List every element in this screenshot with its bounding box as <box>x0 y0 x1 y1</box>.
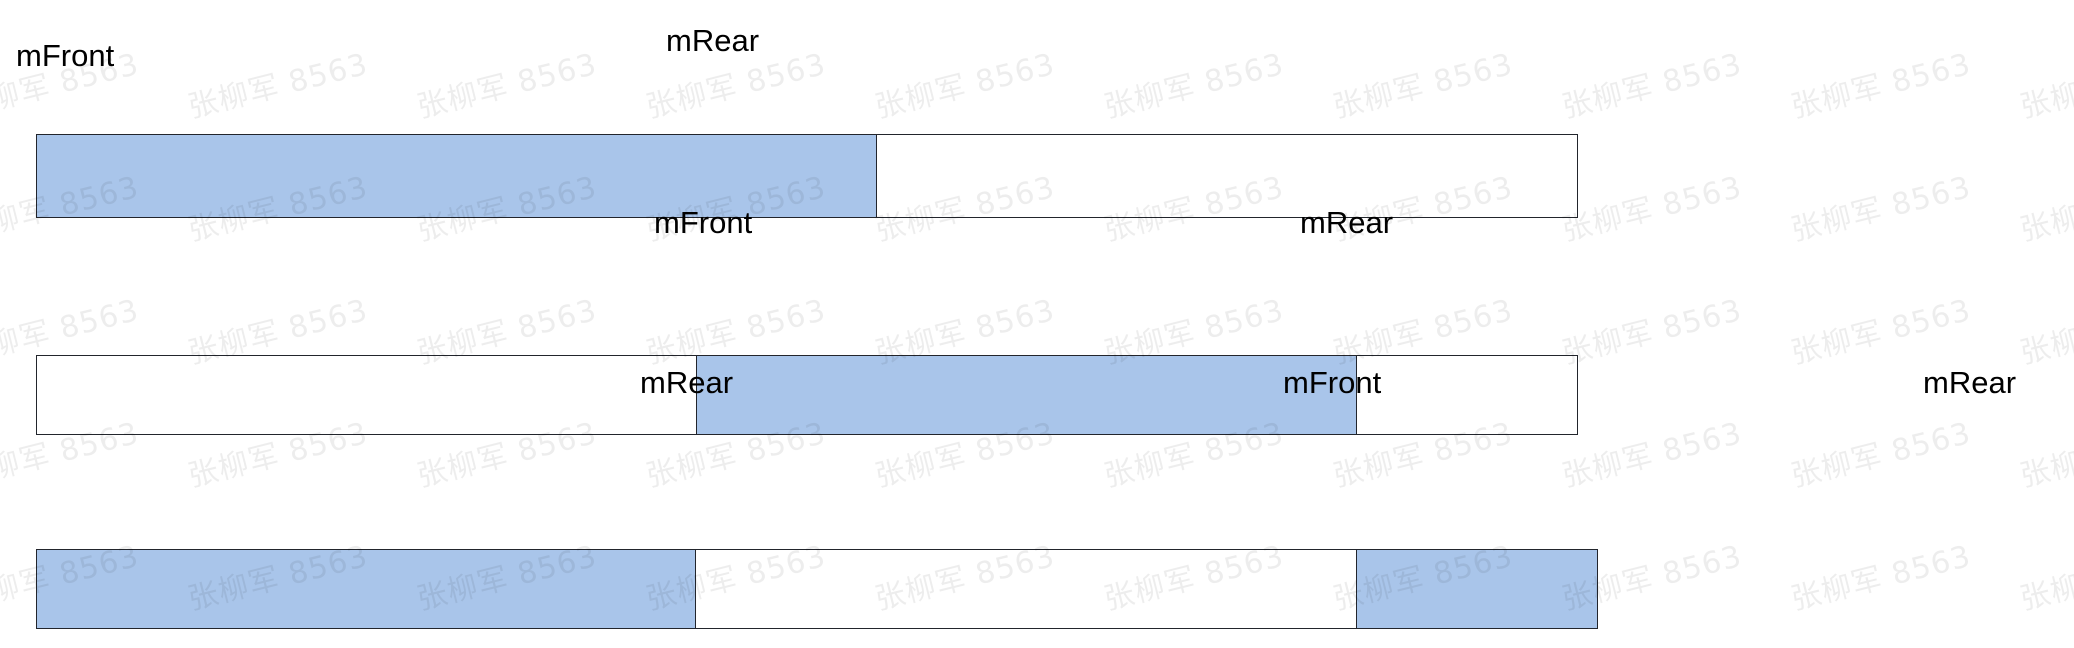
watermark-text: 张柳军 8563 <box>641 0 830 3</box>
pointer-label-mrear: mRear <box>666 23 760 58</box>
pointer-label-mfront: mFront <box>654 205 753 240</box>
pointer-label-mfront: mFront <box>1283 365 1382 400</box>
watermark-text: 张柳军 8563 <box>2016 416 2074 495</box>
pointer-label-mfront: mFront <box>16 38 115 73</box>
watermark-text: 张柳军 8563 <box>184 46 372 126</box>
watermark-text: 张柳军 8563 <box>413 46 601 126</box>
watermark-text: 张柳军 8563 <box>412 0 601 3</box>
watermark-text: 张柳军 8563 <box>183 0 372 3</box>
buffer-segment-empty <box>37 356 697 434</box>
buffer-segment-filled <box>1356 550 1597 628</box>
buffer-segment-empty <box>695 550 1357 628</box>
watermark-text: 张柳军 8563 <box>1787 169 1975 249</box>
watermark-text: 张柳军 8563 <box>1100 46 1288 126</box>
buffer-segment-empty <box>875 135 1577 217</box>
buffer-bar <box>36 134 1578 218</box>
pointer-label-mrear: mRear <box>640 365 734 400</box>
buffer-segment-filled <box>37 550 696 628</box>
watermark-text: 张柳军 8563 <box>2016 47 2074 126</box>
watermark-text: 张柳军 8563 <box>2016 170 2074 249</box>
watermark-text: 张柳军 8563 <box>2016 539 2074 618</box>
watermark-text: 张柳军 8563 <box>1557 0 1746 3</box>
pointer-label-mrear: mRear <box>1923 365 2017 400</box>
buffer-bar <box>36 549 1598 629</box>
watermark-text: 张柳军 8563 <box>1787 292 1975 372</box>
watermark-text: 张柳军 8563 <box>1558 46 1746 126</box>
watermark-text: 张柳军 8563 <box>1328 0 1517 3</box>
watermark-text: 张柳军 8563 <box>1558 169 1746 249</box>
watermark-text: 张柳军 8563 <box>1787 415 1975 495</box>
pointer-label-mrear: mRear <box>1300 205 1394 240</box>
watermark-text: 张柳军 8563 <box>1786 0 1975 3</box>
buffer-segment-empty <box>1356 356 1577 434</box>
buffer-bar <box>36 355 1578 435</box>
watermark-text: 张柳军 8563 <box>2015 0 2074 3</box>
buffer-segment-filled <box>37 135 876 217</box>
watermark-text: 张柳军 8563 <box>1329 46 1517 126</box>
watermark-text: 张柳军 8563 <box>1787 46 1975 126</box>
watermark-text: 张柳军 8563 <box>1558 415 1746 495</box>
watermark-text: 张柳军 8563 <box>1099 0 1288 3</box>
watermark-text: 张柳军 8563 <box>0 0 143 3</box>
watermark-text: 张柳军 8563 <box>871 46 1059 126</box>
watermark-text: 张柳军 8563 <box>1787 538 1975 618</box>
watermark-text: 张柳军 8563 <box>1558 292 1746 372</box>
watermark-text: 张柳军 8563 <box>2016 293 2074 372</box>
buffer-segment-filled <box>696 356 1357 434</box>
watermark-text: 张柳军 8563 <box>870 0 1059 3</box>
